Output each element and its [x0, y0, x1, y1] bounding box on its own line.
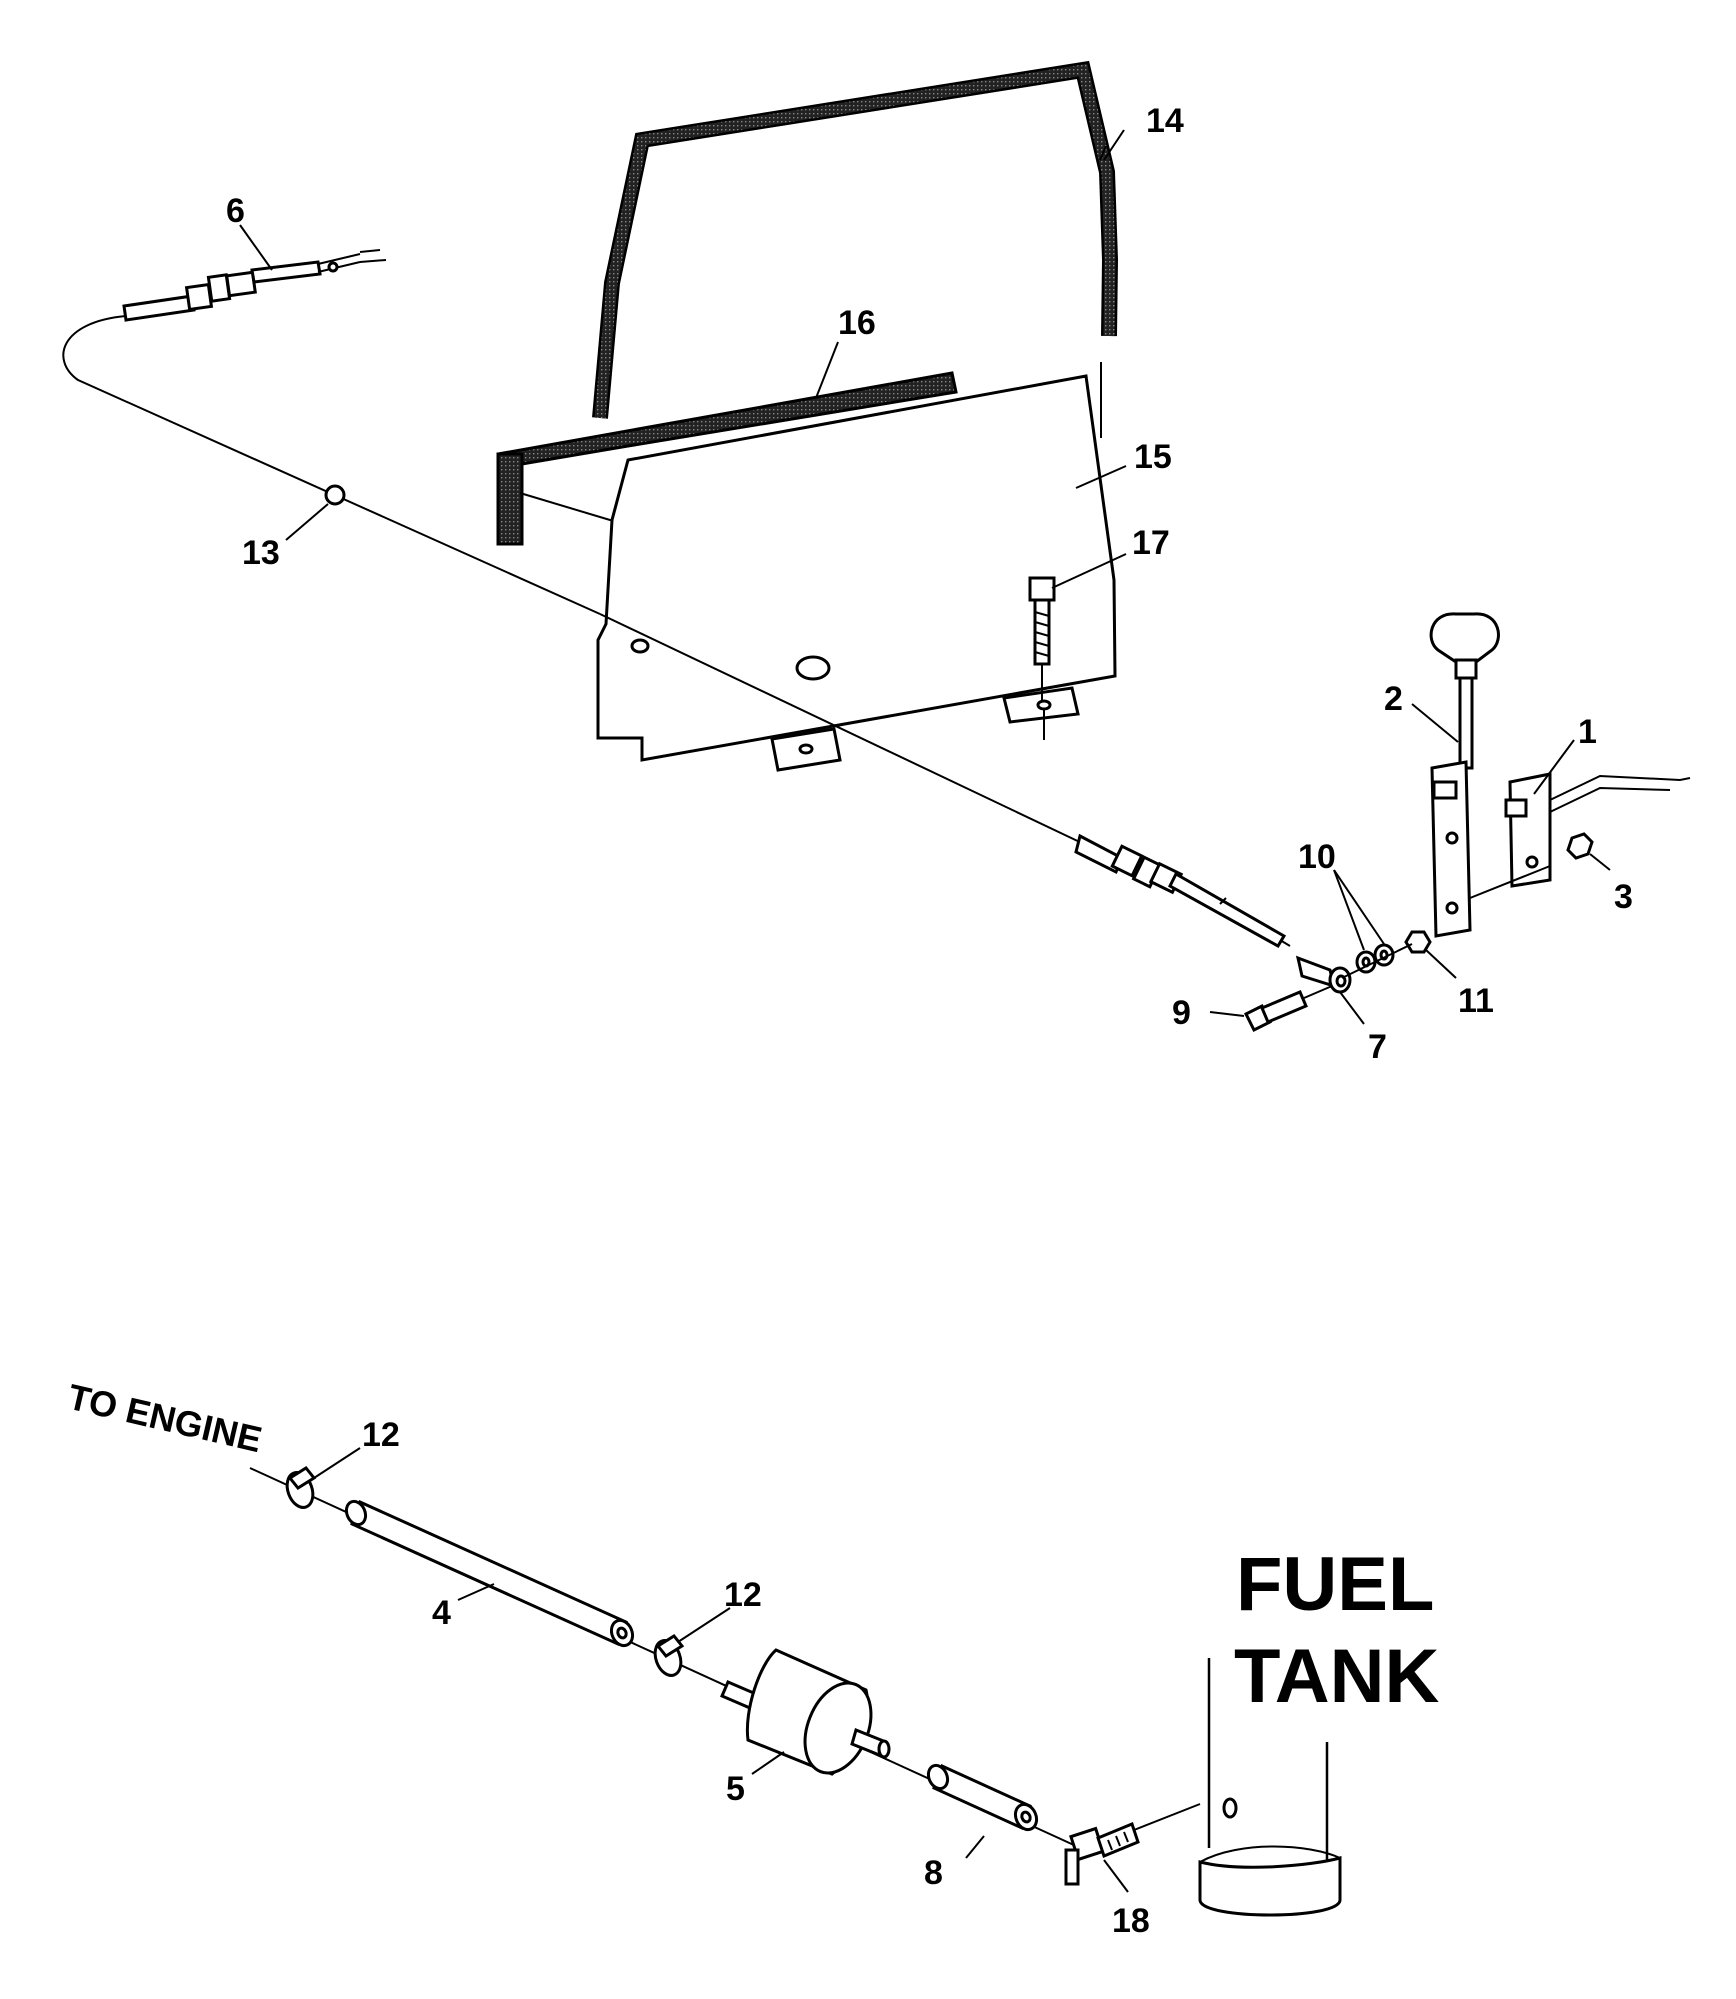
shutoff-valve-18 [1064, 1803, 1201, 1886]
panel-15 [596, 374, 1117, 772]
callout-14: 14 [1146, 102, 1184, 140]
tank-label: TANK [1234, 1634, 1440, 1719]
callout-7: 7 [1368, 1028, 1387, 1066]
callout-1: 1 [1578, 713, 1597, 751]
fuel-label: FUEL [1236, 1542, 1434, 1627]
callout-12a: 12 [362, 1416, 400, 1454]
hose-clamp-12b [653, 1634, 685, 1677]
gasket-strip-14 [592, 60, 1119, 438]
callout-2: 2 [1384, 680, 1403, 718]
nut-3 [1566, 832, 1594, 860]
callout-16: 16 [838, 304, 876, 342]
foam-strip-16 [496, 371, 958, 546]
callout-13: 13 [242, 534, 280, 572]
control-lever-2 [1429, 612, 1500, 938]
callout-10: 10 [1298, 838, 1336, 876]
nut-11 [1341, 930, 1432, 979]
fuel-tank [1198, 1658, 1342, 1917]
callout-9: 9 [1172, 994, 1191, 1032]
callout-6: 6 [226, 192, 245, 230]
bracket-1 [1469, 772, 1691, 899]
bolt-17 [1028, 576, 1056, 700]
callout-12b: 12 [724, 1576, 762, 1614]
cable-assembly-6 [62, 249, 1291, 949]
callout-8: 8 [924, 1854, 943, 1892]
callout-4: 4 [432, 1594, 451, 1632]
callout-17: 17 [1132, 524, 1170, 562]
callout-11: 11 [1458, 982, 1494, 1020]
bolt-9 [1243, 985, 1333, 1033]
callout-15: 15 [1134, 438, 1172, 476]
swivel-7 [1295, 955, 1352, 994]
callout-18: 18 [1112, 1902, 1150, 1940]
fuel-hose-4 [344, 1499, 635, 1648]
hose-clamp-12a [285, 1466, 317, 1509]
fuel-hose-8 [926, 1763, 1039, 1832]
callout-3: 3 [1614, 878, 1633, 916]
callout-5: 5 [726, 1770, 745, 1808]
fuel-filter-5 [720, 1648, 891, 1776]
to-engine-label: TO ENGINE [64, 1376, 266, 1460]
leader-lines [239, 129, 1611, 1893]
grommet-13 [324, 484, 346, 506]
